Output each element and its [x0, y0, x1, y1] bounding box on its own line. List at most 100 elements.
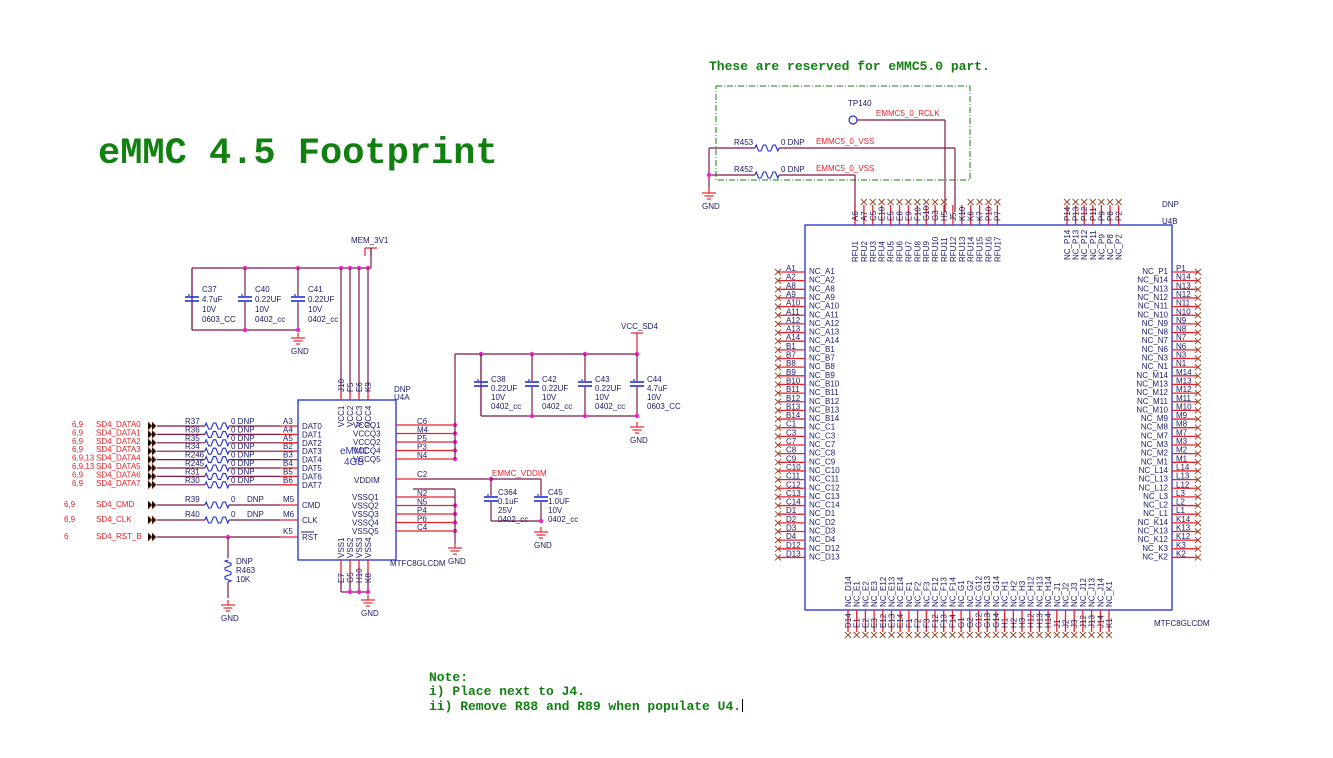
no-connect-mark	[774, 294, 782, 302]
pin-name: NC_M14	[1136, 371, 1168, 380]
pin-number: P8	[1106, 211, 1115, 221]
pin-name: VCCQ5	[353, 455, 381, 464]
pin-name: NC_P12	[1080, 229, 1089, 260]
pin-number: F1	[905, 618, 914, 628]
sheet-ref: 6	[64, 532, 69, 541]
no-connect-mark	[774, 346, 782, 354]
no-connect-mark	[1194, 346, 1202, 354]
no-connect-mark	[905, 198, 912, 206]
pin-number: B1	[786, 342, 796, 351]
pulldown-dnp: DNP	[236, 557, 253, 566]
pin-name: NC_E13	[888, 576, 897, 607]
no-connect-mark	[1194, 329, 1202, 336]
capacitor-polarity	[188, 294, 190, 296]
pin-number: B5	[283, 467, 293, 476]
pin-name: RFU17	[993, 236, 1002, 262]
pin-name: NC_C14	[809, 501, 840, 510]
pin-number: E12	[879, 613, 888, 628]
pin-number: C10	[786, 463, 801, 472]
pin-name: NC_C11	[809, 475, 840, 484]
pin-number: K1	[1105, 618, 1114, 628]
net-label: SD4_DATA4	[96, 454, 141, 463]
pin-number: N7	[1176, 333, 1187, 342]
pin-name: NC_K3	[1142, 544, 1168, 553]
pin-number: P10	[985, 206, 994, 221]
pin-name: NC_M13	[1136, 379, 1168, 388]
no-connect-mark	[1194, 294, 1202, 302]
pin-number: N6	[1176, 342, 1187, 351]
pin-name: RFU8	[913, 241, 922, 262]
net-label-vddim: EMMC_VDDIM	[492, 469, 547, 478]
pin-number: E3	[870, 618, 879, 628]
net-label-vss: EMMC5_0_VSS	[816, 164, 874, 173]
no-connect-mark	[774, 285, 782, 293]
pin-name: NC_J1	[1053, 582, 1062, 607]
pin-name: RFU14	[967, 236, 976, 262]
pin-name: NC_M1	[1141, 457, 1169, 466]
offpage-connector-icon	[147, 438, 157, 448]
pin-number: G2	[966, 617, 975, 628]
pin-number: P4	[417, 506, 427, 515]
pin-name: NC_B7	[809, 354, 835, 363]
net-label: SD4_DATA0	[96, 420, 141, 429]
pin-name: NC_F14	[948, 577, 957, 607]
pin-number: L1	[1176, 506, 1185, 515]
ground-label: GND	[630, 436, 648, 445]
resistor-ref: R40	[185, 510, 200, 519]
pin-name: NC_J14	[1096, 578, 1105, 607]
pin-number: B3	[283, 451, 293, 460]
no-connect-mark	[774, 467, 782, 475]
net-label: SD4_DATA5	[96, 462, 141, 471]
pin-name: RFU9	[922, 241, 931, 262]
resistor-value: 0	[231, 510, 236, 519]
pin-number: P14	[1063, 206, 1072, 221]
pin-name: NC_N8	[1142, 328, 1169, 337]
pin-name: NC_B8	[809, 362, 835, 371]
pin-number: M10	[1176, 402, 1192, 411]
pin-name: NC_G1	[957, 580, 966, 607]
pin-name: NC_D3	[809, 527, 836, 536]
resistor-ref: R36	[185, 425, 200, 434]
pin-number: K12	[1176, 532, 1191, 541]
no-connect-mark	[1089, 198, 1097, 206]
resistor-value: 0 DNP	[231, 434, 255, 443]
no-connect-mark	[1194, 320, 1202, 328]
pin-name: RFU1	[851, 241, 860, 262]
no-connect-mark	[914, 631, 921, 639]
pin-name: VCC1	[337, 405, 346, 427]
pin-number: C9	[786, 454, 797, 463]
capacitor-voltage: 10V	[595, 393, 610, 402]
pin-number: J10	[337, 379, 346, 392]
pin-name: RFU6	[896, 241, 905, 262]
net-label-vss: EMMC5_0_VSS	[816, 137, 874, 146]
resistor-ref: R34	[185, 442, 200, 451]
pin-number: A14	[786, 333, 801, 342]
pin-number: J1	[1053, 619, 1062, 628]
pin-number: M12	[1176, 385, 1192, 394]
pin-name: NC_J13	[1088, 578, 1097, 607]
capacitor-polarity	[294, 294, 296, 296]
no-connect-mark	[774, 372, 782, 380]
pin-number: A7	[860, 211, 869, 221]
pin-name: DAT6	[302, 472, 322, 481]
u4a-label: eMMC	[340, 446, 369, 457]
pin-number: A13	[786, 325, 801, 334]
capacitor-voltage: 25V	[498, 506, 513, 515]
pin-number: A8	[786, 281, 796, 290]
pin-name: NC_A8	[809, 284, 835, 293]
offpage-connector-icon	[147, 515, 157, 525]
pin-name: RFU11	[940, 237, 949, 262]
no-connect-mark	[1194, 355, 1202, 362]
no-connect-mark	[1194, 536, 1202, 544]
no-connect-mark	[1080, 198, 1088, 206]
pin-name: VCCQ2	[353, 438, 381, 447]
pin-name: VSSQ2	[352, 502, 379, 511]
no-connect-mark	[1194, 407, 1202, 414]
no-connect-mark	[1194, 277, 1202, 285]
pin-name: NC_N6	[1142, 345, 1169, 354]
pin-number: F13	[940, 614, 949, 628]
pin-number: C1	[786, 420, 797, 429]
pin-number: C6	[417, 417, 428, 426]
capacitor-voltage: 10V	[542, 393, 557, 402]
pin-number: F3	[922, 618, 931, 628]
